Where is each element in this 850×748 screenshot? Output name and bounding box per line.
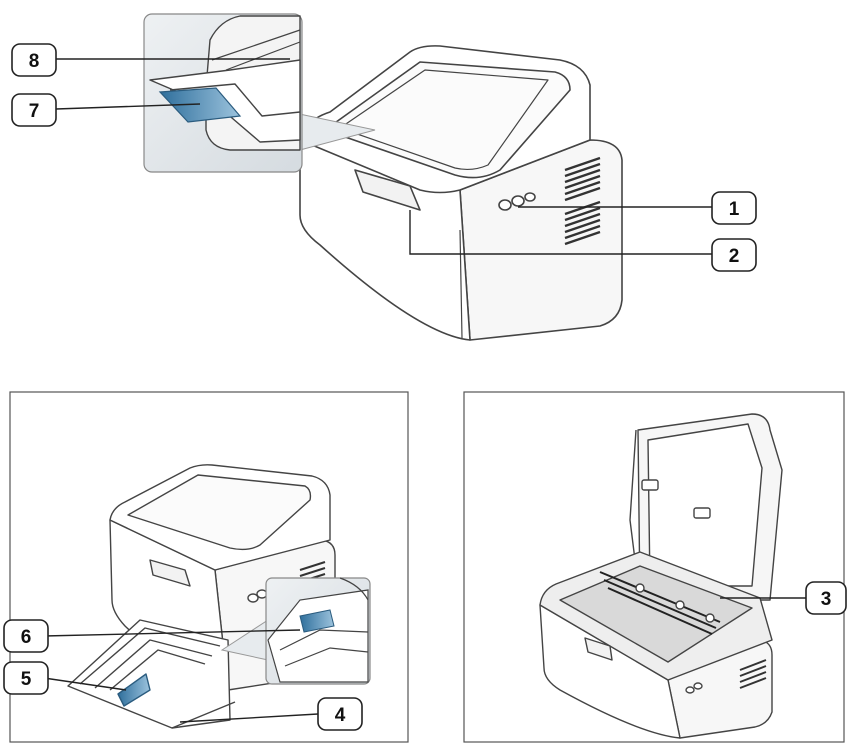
callout-3-label: 3 <box>821 589 832 610</box>
callout-8-label: 8 <box>29 51 40 72</box>
callout-7-label: 7 <box>29 101 40 122</box>
paper-guide-zoom-inset <box>220 577 371 685</box>
side-vents <box>564 156 601 246</box>
callout-5: 5 <box>3 661 49 695</box>
control-panel-buttons <box>498 192 536 211</box>
leader-lines-bottom-left <box>43 629 319 723</box>
callout-2: 2 <box>711 238 757 272</box>
output-tray-zoom-inset <box>143 13 376 173</box>
output-support-tab <box>158 87 242 123</box>
callout-7: 7 <box>11 93 57 127</box>
callout-2-label: 2 <box>729 246 740 267</box>
printer-open-cover <box>539 413 783 739</box>
callout-6-label: 6 <box>21 627 32 648</box>
callout-1-label: 1 <box>729 199 740 220</box>
leader-lines-top <box>55 58 712 255</box>
callout-4-label: 4 <box>335 705 346 726</box>
callout-6: 6 <box>3 619 49 653</box>
callout-1: 1 <box>711 191 757 225</box>
callout-4: 4 <box>317 697 363 731</box>
callout-3: 3 <box>805 581 847 615</box>
main-printer-front-view <box>299 45 623 341</box>
callout-8: 8 <box>11 43 57 77</box>
callout-5-label: 5 <box>21 669 32 690</box>
